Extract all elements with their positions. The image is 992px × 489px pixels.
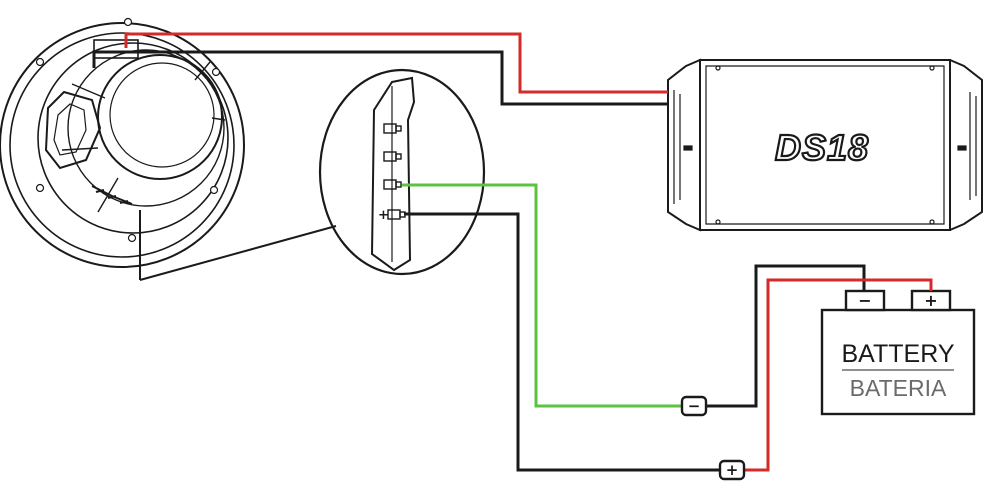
battery xyxy=(820,289,976,416)
battery-neg-symbol: − xyxy=(858,291,871,310)
junction-positive-box xyxy=(718,459,746,481)
inset-terminal-1 xyxy=(383,123,397,134)
wire-junction-neg-to-battery xyxy=(706,264,866,408)
amp-left-bracket xyxy=(667,58,701,232)
battery-pos-symbol: + xyxy=(924,291,937,310)
speaker-outer-ring xyxy=(0,22,245,268)
amp-logo-plate: DS18 xyxy=(774,126,869,169)
speaker-cone xyxy=(97,54,223,180)
inset-terminal-bar xyxy=(370,76,416,272)
amp-right-bracket-inner xyxy=(969,92,977,200)
amplifier: DS18 xyxy=(667,58,983,232)
junction-positive-symbol: + xyxy=(726,461,739,479)
speaker-spoke xyxy=(61,61,226,213)
speaker-frame xyxy=(37,42,229,234)
speaker-basket xyxy=(67,49,225,207)
callout-line-bottom xyxy=(139,225,337,281)
inset-plus-mark: + xyxy=(378,208,389,223)
junction-positive: + xyxy=(718,459,746,481)
wire-junction-pos-to-battery xyxy=(744,278,933,472)
speaker-dustcap xyxy=(109,62,215,168)
battery-label: BATTERY xyxy=(842,340,955,368)
inset-terminal-2 xyxy=(383,151,397,162)
wire-black-positive xyxy=(404,212,720,472)
speaker-rear-terminals xyxy=(91,185,133,205)
amp-brand-logo: DS18 xyxy=(775,127,869,168)
inset-terminal-3 xyxy=(383,179,397,190)
battery-body xyxy=(820,308,976,416)
wire-green-negative xyxy=(402,183,682,408)
amp-mount-slots xyxy=(683,65,967,225)
speaker-bridge xyxy=(44,90,102,170)
inset-terminal-4 xyxy=(387,209,401,220)
amp-body-top-panel xyxy=(705,65,945,225)
inset-circle xyxy=(318,68,486,276)
junction-negative-symbol: − xyxy=(688,397,701,415)
wire-speaker-red-to-amp xyxy=(124,32,668,94)
amp-right-bracket xyxy=(949,59,983,231)
amp-left-bracket-inner xyxy=(673,90,681,204)
battery-label-secondary: BATERIA xyxy=(850,375,947,401)
junction-negative-box xyxy=(680,395,708,417)
wire-speaker-black-to-amp xyxy=(92,50,668,106)
speaker-bezel xyxy=(9,32,235,258)
speaker xyxy=(0,17,245,268)
speaker-bridge-inner xyxy=(53,103,87,156)
terminal-inset: + xyxy=(139,68,486,281)
speaker-screws xyxy=(35,17,221,243)
inset-terminals xyxy=(383,123,406,220)
junction-negative: − xyxy=(680,395,708,417)
speaker-terminal-block xyxy=(93,39,139,59)
